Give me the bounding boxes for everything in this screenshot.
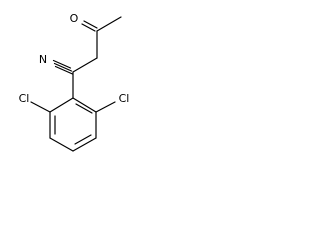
molecule-structure: N O Cl Cl bbox=[19, 12, 130, 152]
nitrile-bond-2 bbox=[53, 62, 73, 72]
carbonyl-double-bond-b bbox=[83, 20, 98, 29]
atom-label-oxygen: O bbox=[70, 12, 79, 25]
bond-carbonyl-methyl bbox=[96, 16, 122, 32]
ring-bond-6 bbox=[49, 97, 74, 113]
ring-bond-1 bbox=[72, 97, 97, 113]
bond-ring-cl-left bbox=[30, 101, 51, 113]
atom-label-chlorine-left: Cl bbox=[19, 92, 30, 105]
ring-inner-bond-1 bbox=[75, 103, 93, 114]
atom-label-chlorine-right: Cl bbox=[119, 92, 130, 105]
nitrile-bond-3 bbox=[54, 65, 74, 75]
carbonyl-double-bond-a bbox=[81, 23, 96, 32]
atom-label-nitrogen: N bbox=[39, 53, 47, 66]
structure-canvas: N O Cl Cl bbox=[0, 0, 152, 152]
bond-ch-ch2 bbox=[72, 57, 98, 73]
ring-inner-bond-2 bbox=[74, 134, 92, 145]
ring-bond-4 bbox=[49, 137, 74, 152]
nitrile-bond-1 bbox=[52, 59, 72, 69]
bond-ring-cl-right bbox=[95, 101, 116, 113]
ring-bond-3 bbox=[72, 137, 97, 152]
